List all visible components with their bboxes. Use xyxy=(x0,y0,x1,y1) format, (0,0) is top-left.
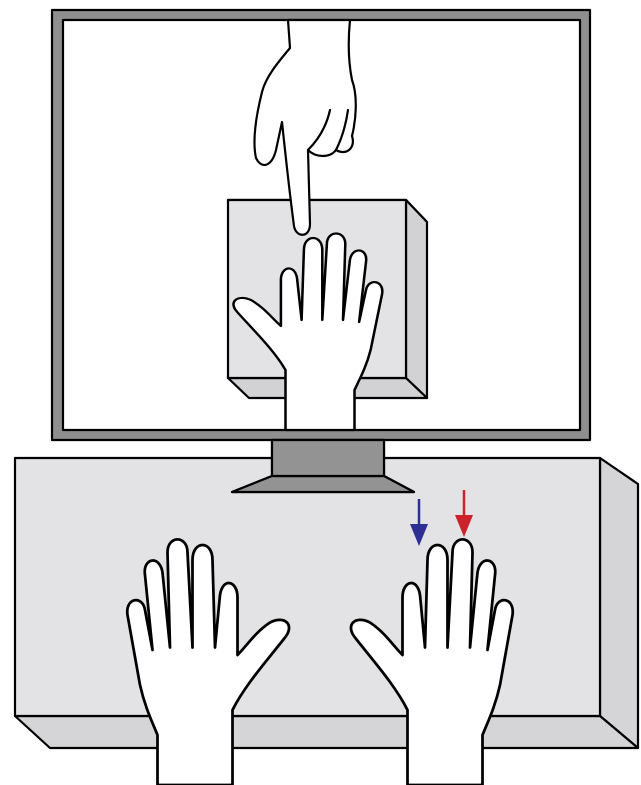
screen-box-side-face xyxy=(406,200,427,398)
monitor xyxy=(52,10,590,440)
table-box xyxy=(15,440,638,748)
table-front-face xyxy=(15,458,600,716)
table-side-face xyxy=(600,458,638,748)
monitor-stand-neck-front xyxy=(272,440,384,476)
table-bottom-face xyxy=(15,716,638,748)
